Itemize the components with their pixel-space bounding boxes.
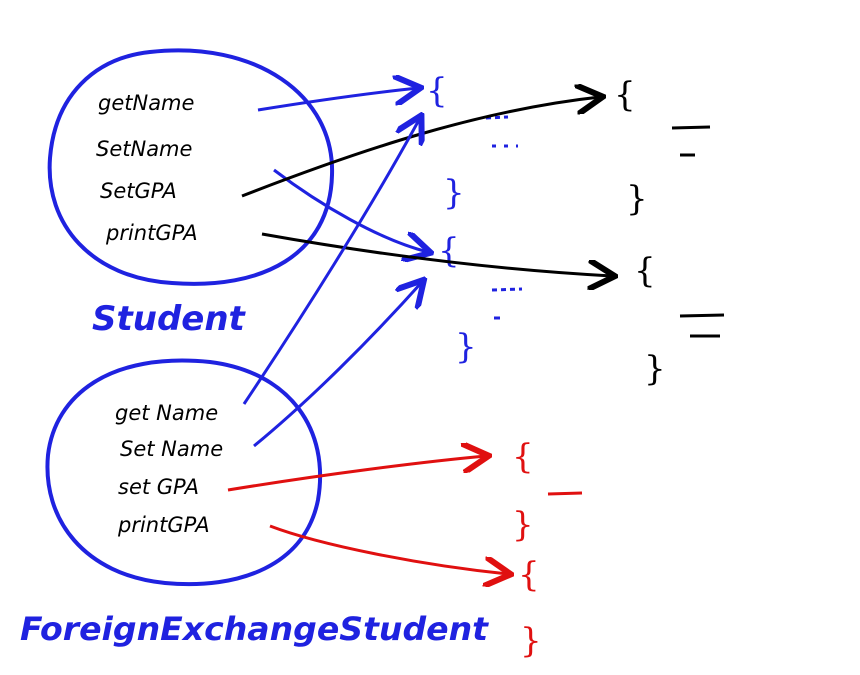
blue-block1-line1 bbox=[485, 115, 509, 120]
blue-block1-open-brace: { bbox=[426, 71, 448, 111]
black-block2-open-brace: { bbox=[634, 251, 656, 291]
red-block1-close-brace: } bbox=[512, 505, 534, 545]
red-block2-open-brace: { bbox=[518, 555, 540, 595]
arrow-student-getname bbox=[257, 88, 418, 112]
foreign-student-circle bbox=[45, 358, 323, 587]
student-method-setgpa: SetGPA bbox=[100, 179, 177, 203]
black-block1-close-brace: } bbox=[626, 179, 648, 219]
blue-block1-close-brace: } bbox=[443, 173, 465, 213]
arrow-foreign-getname bbox=[242, 118, 420, 405]
black-block1-line1 bbox=[671, 125, 711, 130]
arrow-student-setgpa bbox=[241, 97, 600, 198]
black-block1-open-brace: { bbox=[614, 75, 636, 115]
red-block2-close-brace: } bbox=[520, 621, 542, 661]
arrow-foreign-printgpa bbox=[269, 524, 508, 574]
arrow-foreign-setgpa bbox=[227, 456, 486, 492]
student-method-setname: SetName bbox=[96, 137, 192, 161]
student-class-label: Student bbox=[92, 299, 247, 339]
arrow-student-setname bbox=[273, 168, 428, 252]
arrow-student-printgpa bbox=[261, 232, 612, 276]
blue-block2-line1 bbox=[491, 287, 523, 292]
blue-block2-open-brace: { bbox=[438, 231, 460, 271]
foreign-method-setname: Set Name bbox=[120, 437, 223, 461]
blue-block2-close-brace: } bbox=[455, 327, 477, 367]
black-block2-line1 bbox=[679, 313, 725, 318]
foreign-method-setgpa: set GPA bbox=[118, 475, 199, 499]
black-block2-close-brace: } bbox=[644, 349, 666, 389]
arrow-foreign-setname bbox=[253, 282, 422, 448]
student-method-printgpa: printGPA bbox=[105, 221, 198, 245]
red-block1-line bbox=[547, 491, 583, 496]
student-method-getname: getName bbox=[98, 91, 194, 115]
red-block1-open-brace: { bbox=[512, 437, 534, 477]
foreign-method-getname: get Name bbox=[115, 401, 218, 425]
student-circle bbox=[47, 48, 335, 286]
foreign-class-label: ForeignExchangeStudent bbox=[20, 610, 490, 648]
foreign-method-printgpa: printGPA bbox=[117, 513, 210, 537]
